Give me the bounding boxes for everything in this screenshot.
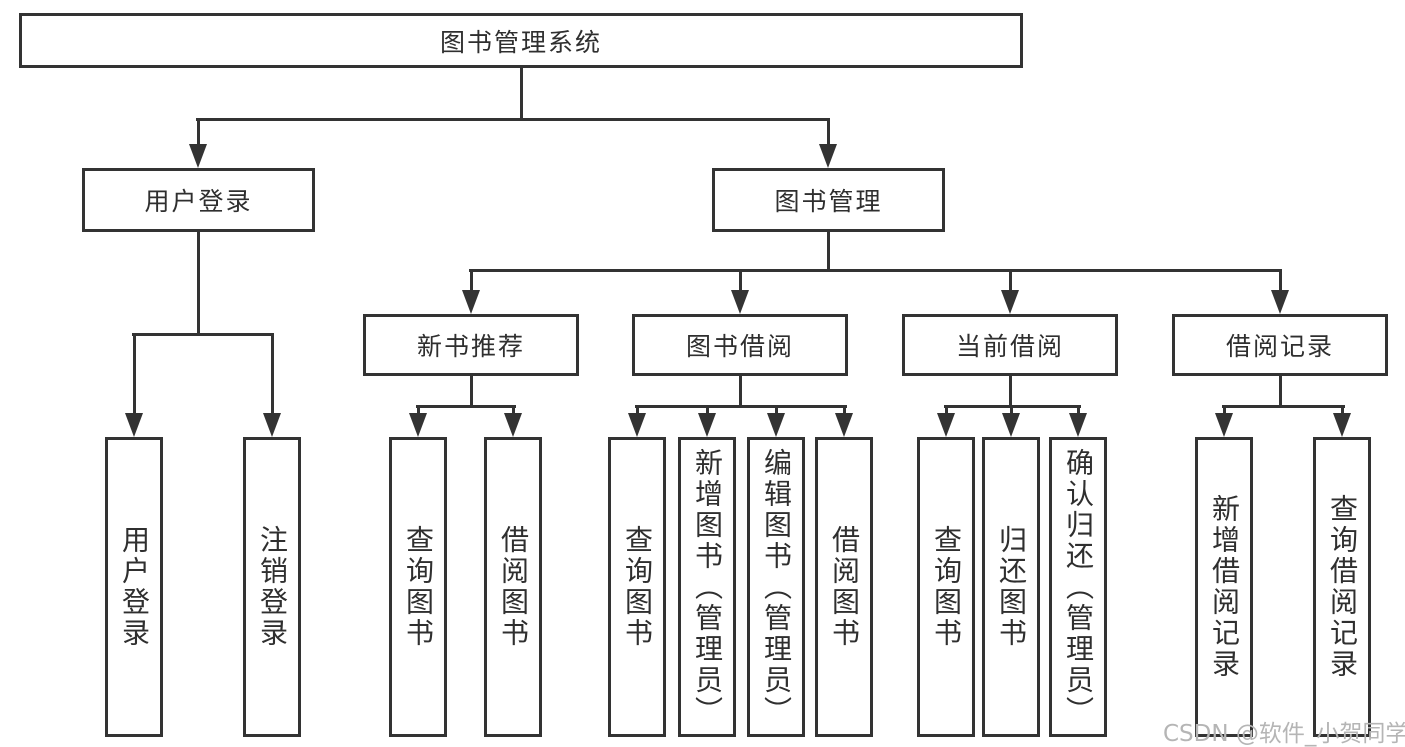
arrowhead-cb-2	[1069, 413, 1087, 437]
connector-drop-nb-1	[512, 405, 515, 415]
connector-drop-bb-3	[843, 405, 846, 415]
arrowhead-login-leaf	[125, 413, 143, 437]
arrowhead-br-1	[1333, 413, 1351, 437]
leaf-bb-edit-book-admin: 编辑图书（管理员）	[747, 437, 805, 737]
connector-drop-book-borrow	[739, 269, 742, 292]
connector-drop-logout-leaf	[271, 333, 274, 415]
leaf-cb-confirm-return-admin: 确认归还（管理员）	[1049, 437, 1107, 737]
connector-drop-cb-2	[1077, 405, 1080, 415]
connector-drop-nb-0	[417, 405, 420, 415]
arrowhead-nb-1	[504, 413, 522, 437]
connector-drop-br-0	[1223, 405, 1226, 415]
leaf-cb-query-book-label: 查询图书	[930, 525, 963, 649]
arrowhead-cb-1	[1002, 413, 1020, 437]
connector-drop-bb-0	[636, 405, 639, 415]
leaf-nb-borrow-book-label: 借阅图书	[497, 525, 530, 649]
leaf-br-query-record: 查询借阅记录	[1313, 437, 1371, 737]
connector-new-book-rail	[416, 405, 516, 408]
connector-borrow-record-rail	[1222, 405, 1345, 408]
leaf-user-login-label: 用户登录	[118, 525, 151, 649]
arrowhead-borrow-record	[1271, 290, 1289, 314]
arrowhead-cb-0	[937, 413, 955, 437]
connector-drop-borrow-record	[1279, 269, 1282, 292]
node-borrow-record-label: 借阅记录	[1225, 332, 1334, 361]
leaf-nb-query-book-label: 查询图书	[402, 525, 435, 649]
connector-current-borrow-stem	[1009, 375, 1012, 408]
connector-drop-bb-2	[775, 405, 778, 415]
connector-drop-bb-1	[706, 405, 709, 415]
leaf-bb-edit-book-admin-label: 编辑图书（管理员）	[760, 447, 793, 727]
leaf-nb-borrow-book: 借阅图书	[484, 437, 542, 737]
connector-root-stem	[520, 68, 523, 120]
connector-user-login-rail	[132, 333, 274, 336]
connector-drop-book-mgmt	[827, 118, 830, 148]
leaf-bb-add-book-admin: 新增图书（管理员）	[678, 437, 736, 737]
leaf-br-add-record: 新增借阅记录	[1195, 437, 1253, 737]
watermark: CSDN @软件_小贺同学	[1163, 721, 1405, 747]
arrowhead-logout-leaf	[263, 413, 281, 437]
connector-level2-rail	[196, 118, 830, 121]
connector-drop-user-login	[197, 118, 200, 148]
node-current-borrow: 当前借阅	[902, 314, 1118, 376]
leaf-bb-add-book-admin-label: 新增图书（管理员）	[691, 447, 724, 727]
connector-book-borrow-stem	[739, 375, 742, 408]
arrowhead-new-book	[462, 290, 480, 314]
leaf-cb-query-book: 查询图书	[917, 437, 975, 737]
connector-book-borrow-rail	[635, 405, 847, 408]
connector-drop-new-book	[470, 269, 473, 292]
leaf-logout-label: 注销登录	[256, 525, 289, 649]
leaf-bb-borrow-book-label: 借阅图书	[828, 525, 861, 649]
connector-drop-current-borrow	[1009, 269, 1012, 292]
arrowhead-book-borrow	[731, 290, 749, 314]
leaf-br-query-record-label: 查询借阅记录	[1326, 494, 1359, 680]
arrowhead-bb-2	[767, 413, 785, 437]
node-borrow-record: 借阅记录	[1172, 314, 1388, 376]
leaf-user-login: 用户登录	[105, 437, 163, 737]
connector-drop-login-leaf	[133, 333, 136, 415]
leaf-br-add-record-label: 新增借阅记录	[1208, 494, 1241, 680]
node-book-borrow: 图书借阅	[632, 314, 848, 376]
leaf-bb-query-book: 查询图书	[608, 437, 666, 737]
leaf-bb-query-book-label: 查询图书	[621, 525, 654, 649]
node-book-mgmt-label: 图书管理	[774, 187, 883, 216]
leaf-logout: 注销登录	[243, 437, 301, 737]
connector-drop-cb-1	[1010, 405, 1013, 415]
connector-book-mgmt-stem	[827, 232, 830, 272]
leaf-cb-return-book: 归还图书	[982, 437, 1040, 737]
arrowhead-bb-1	[698, 413, 716, 437]
node-current-borrow-label: 当前借阅	[955, 332, 1064, 361]
node-new-book-label: 新书推荐	[416, 332, 525, 361]
leaf-bb-borrow-book: 借阅图书	[815, 437, 873, 737]
connector-user-login-stem	[197, 232, 200, 336]
arrowhead-user-login	[189, 144, 207, 168]
arrowhead-bb-3	[835, 413, 853, 437]
arrowhead-nb-0	[409, 413, 427, 437]
node-root: 图书管理系统	[19, 13, 1023, 68]
node-root-label: 图书管理系统	[439, 27, 602, 57]
arrowhead-bb-0	[628, 413, 646, 437]
connector-new-book-stem	[470, 375, 473, 408]
connector-borrow-record-stem	[1279, 375, 1282, 408]
arrowhead-book-mgmt	[819, 144, 837, 168]
node-new-book: 新书推荐	[363, 314, 579, 376]
node-book-borrow-label: 图书借阅	[685, 332, 794, 361]
leaf-nb-query-book: 查询图书	[389, 437, 447, 737]
connector-level3-rail	[469, 269, 1282, 272]
leaf-cb-confirm-return-admin-label: 确认归还（管理员）	[1062, 447, 1095, 727]
connector-drop-cb-0	[945, 405, 948, 415]
node-user-login: 用户登录	[82, 168, 315, 232]
arrowhead-br-0	[1215, 413, 1233, 437]
connector-drop-br-1	[1341, 405, 1344, 415]
node-user-login-label: 用户登录	[144, 187, 253, 216]
arrowhead-current-borrow	[1001, 290, 1019, 314]
leaf-cb-return-book-label: 归还图书	[995, 525, 1028, 649]
node-book-mgmt: 图书管理	[712, 168, 945, 232]
